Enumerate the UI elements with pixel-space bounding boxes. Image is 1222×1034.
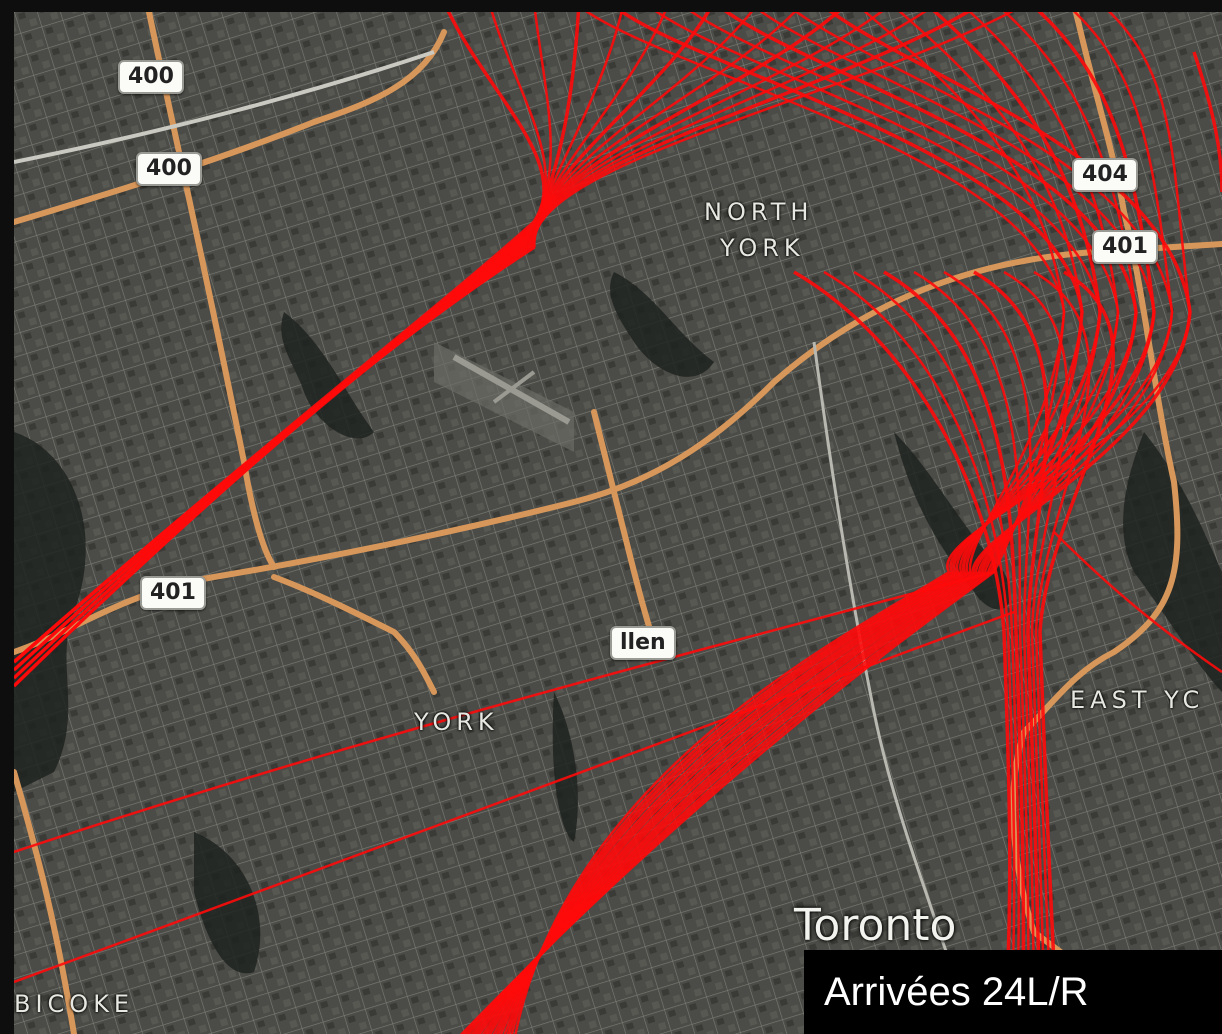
arrival-track-line — [473, 12, 1138, 1034]
place-label-etobicoke: BICOKE — [14, 990, 135, 1018]
arrival-track-line — [1003, 270, 1069, 1034]
place-label-east-york: EAST YC — [1070, 686, 1205, 714]
arrival-track-line — [14, 12, 1014, 671]
subway-line — [812, 341, 976, 1034]
arrival-track-line — [14, 610, 1015, 984]
arrival-track-line — [1053, 531, 1222, 674]
airport — [434, 342, 574, 452]
arrival-track-line — [793, 270, 1012, 1034]
rail-line — [14, 50, 435, 164]
highway-shield-400-north: 400 — [118, 60, 184, 94]
arrival-track-line — [478, 12, 1156, 1034]
highway-shield-400-south: 400 — [136, 152, 202, 186]
arrival-track-line — [883, 270, 1026, 1034]
arrival-tracks — [14, 12, 1222, 1034]
highway-shield-404: 404 — [1072, 158, 1138, 192]
highway-shield-401-east: 401 — [1092, 230, 1158, 264]
arrival-track-line — [14, 570, 995, 854]
place-label-york-north: YORK — [720, 234, 805, 262]
ravines — [14, 272, 1222, 974]
arrival-track-line — [1038, 270, 1115, 1034]
arrival-track-line — [514, 12, 1192, 1034]
highway-shield-allen: llen — [610, 626, 676, 660]
caption-label: Arrivées 24L/R — [804, 950, 1222, 1034]
arrival-track-line — [1033, 270, 1091, 1034]
place-label-york: YORK — [414, 708, 499, 736]
map-view[interactable]: 400 400 404 401 401 llen NORTH YORK YORK… — [14, 12, 1222, 1034]
arrival-track-line — [973, 270, 1049, 1034]
arrival-track-line — [913, 270, 1030, 1034]
arrival-track-line — [853, 270, 1020, 1034]
city-label-toronto: Toronto — [794, 900, 957, 951]
place-label-north: NORTH — [704, 198, 814, 226]
highway-shield-401-west: 401 — [140, 576, 206, 610]
arrival-track-line — [481, 12, 1174, 1034]
arrival-track-line — [823, 270, 1016, 1034]
arrival-track-line — [14, 12, 884, 679]
map-canvas — [14, 12, 1222, 1034]
arrival-track-line — [943, 270, 1036, 1034]
